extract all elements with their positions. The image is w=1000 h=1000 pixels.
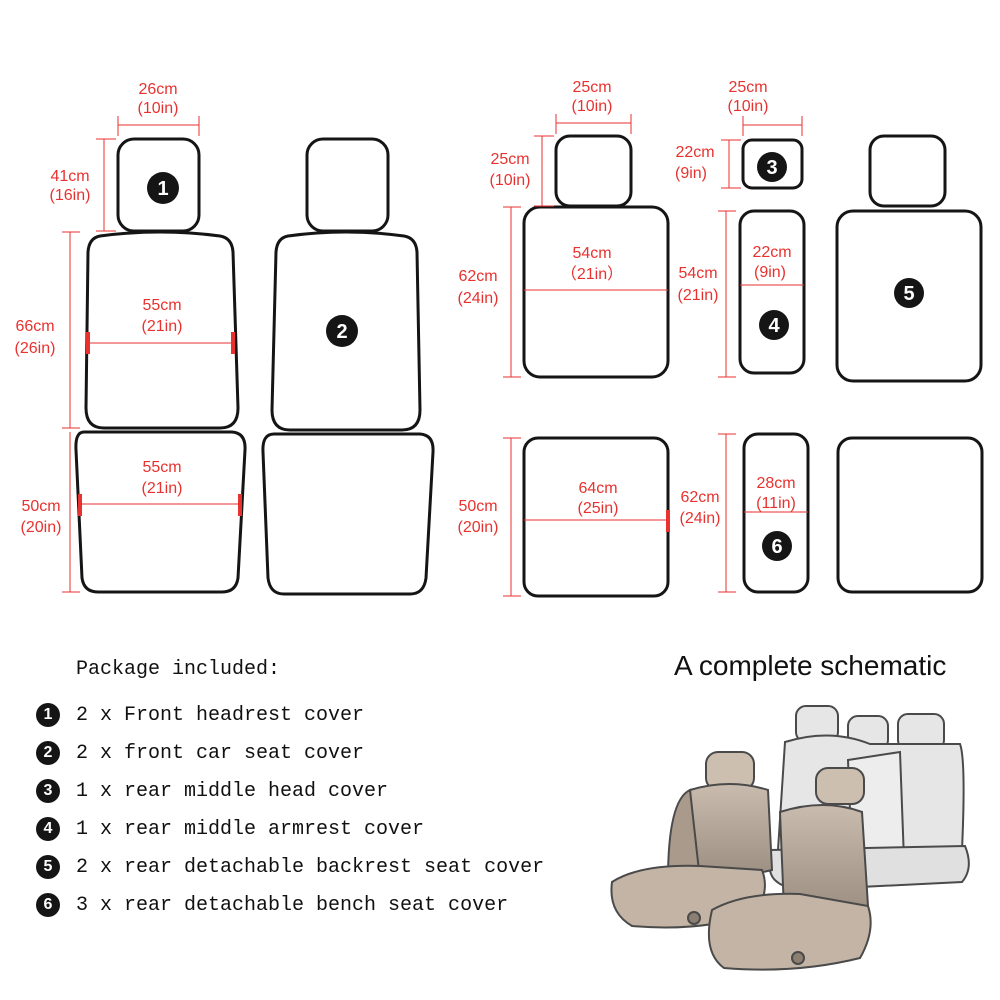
badge-4: 4 <box>759 310 789 340</box>
front-headrest-cover-2 <box>305 137 390 233</box>
dim-label: (9in) <box>675 165 707 182</box>
number-badge: 3 <box>36 779 60 803</box>
dimension-labels: 26cm (10in) 41cm (16in) 66cm (26in) 55cm… <box>15 79 796 536</box>
dim-label: (24in) <box>680 510 721 527</box>
package-title: Package included: <box>76 658 281 681</box>
svg-text:4: 4 <box>768 315 780 337</box>
dim-label: (11in) <box>756 495 796 512</box>
number-badges: 1 2 3 4 5 6 <box>147 152 924 561</box>
dim-label: （21in） <box>561 265 623 283</box>
svg-text:5: 5 <box>903 283 914 305</box>
front-seat-cover-1 <box>74 430 247 594</box>
svg-text:1: 1 <box>157 178 168 200</box>
dim-label: 62cm <box>458 268 497 285</box>
dim-label: 26cm <box>138 81 177 98</box>
dim-label: (10in) <box>728 98 769 115</box>
rear-middle-armrest-cover <box>738 209 806 375</box>
dim-label: (20in) <box>458 519 499 536</box>
dim-label: 22cm <box>675 144 714 161</box>
dim-label: 62cm <box>680 489 719 506</box>
dim-label: 25cm <box>728 79 767 96</box>
dim-label: (9in) <box>754 264 786 281</box>
number-badge: 6 <box>36 893 60 917</box>
dim-label: 66cm <box>15 318 54 335</box>
dim-label: 64cm <box>578 480 617 497</box>
number-badge: 2 <box>36 741 60 765</box>
dim-label: (16in) <box>50 187 91 204</box>
rear-backrest-cover-left <box>522 205 670 379</box>
dim-label: (21in) <box>142 480 183 497</box>
package-item: 5 2 x rear detachable backrest seat cover <box>36 848 544 886</box>
dim-label: 50cm <box>458 498 497 515</box>
package-item-text: 2 x rear detachable backrest seat cover <box>76 855 545 879</box>
badge-6: 6 <box>762 531 792 561</box>
dim-label: (24in) <box>458 290 499 307</box>
dim-label: 25cm <box>490 151 529 168</box>
dim-label: (21in) <box>142 318 183 335</box>
dim-label: (21in) <box>678 287 719 304</box>
dim-label: (20in) <box>21 519 62 536</box>
dim-label: 55cm <box>142 297 181 314</box>
dim-label: 25cm <box>572 79 611 96</box>
package-item: 6 3 x rear detachable bench seat cover <box>36 886 544 924</box>
number-badge: 1 <box>36 703 60 727</box>
package-item: 3 1 x rear middle head cover <box>36 772 544 810</box>
badge-2: 2 <box>326 315 358 347</box>
dim-label: (10in) <box>572 98 613 115</box>
package-item-text: 2 x front car seat cover <box>76 741 365 765</box>
package-item: 4 1 x rear middle armrest cover <box>36 810 544 848</box>
number-badge: 5 <box>36 855 60 879</box>
package-item-text: 3 x rear detachable bench seat cover <box>76 893 509 917</box>
dim-label: 54cm <box>572 245 611 262</box>
package-item-text: 1 x rear middle head cover <box>76 779 389 803</box>
package-item-text: 2 x Front headrest cover <box>76 703 365 727</box>
dim-label: (26in) <box>15 340 56 357</box>
package-list: Package included: 1 2 x Front headrest co… <box>36 656 544 924</box>
package-item: 1 2 x Front headrest cover <box>36 696 544 734</box>
front-backrest-cover-1 <box>84 230 240 430</box>
rear-bench-cover-left <box>522 436 670 598</box>
number-badge: 4 <box>36 817 60 841</box>
dimension-lines <box>62 114 808 597</box>
rear-bench-cover-middle <box>742 432 810 594</box>
badge-3: 3 <box>757 152 787 182</box>
dim-label: 41cm <box>50 168 89 185</box>
svg-text:2: 2 <box>336 321 347 343</box>
dim-label: (10in) <box>138 100 179 117</box>
front-seat-cover-2 <box>261 432 435 596</box>
cover-outlines <box>74 134 984 598</box>
dim-label: 28cm <box>756 475 795 492</box>
dim-label: 50cm <box>21 498 60 515</box>
dim-label: (25in) <box>578 500 619 517</box>
dim-label: 22cm <box>752 244 791 261</box>
badge-1: 1 <box>147 172 179 204</box>
dim-label: (10in) <box>490 172 531 189</box>
rear-headrest-cover-right <box>868 134 947 208</box>
package-item: 2 2 x front car seat cover <box>36 734 544 772</box>
svg-text:6: 6 <box>771 536 782 558</box>
rear-headrest-cover <box>554 134 633 208</box>
package-item-text: 1 x rear middle armrest cover <box>76 817 425 841</box>
svg-text:3: 3 <box>766 157 777 179</box>
rear-bench-cover-right <box>836 436 984 594</box>
car-seat-schematic-illustration <box>610 705 970 971</box>
badge-5: 5 <box>894 278 924 308</box>
dim-label: 54cm <box>678 265 717 282</box>
dimension-end-markers <box>78 332 670 532</box>
dim-label: 55cm <box>142 459 181 476</box>
schematic-title: A complete schematic <box>674 650 947 681</box>
